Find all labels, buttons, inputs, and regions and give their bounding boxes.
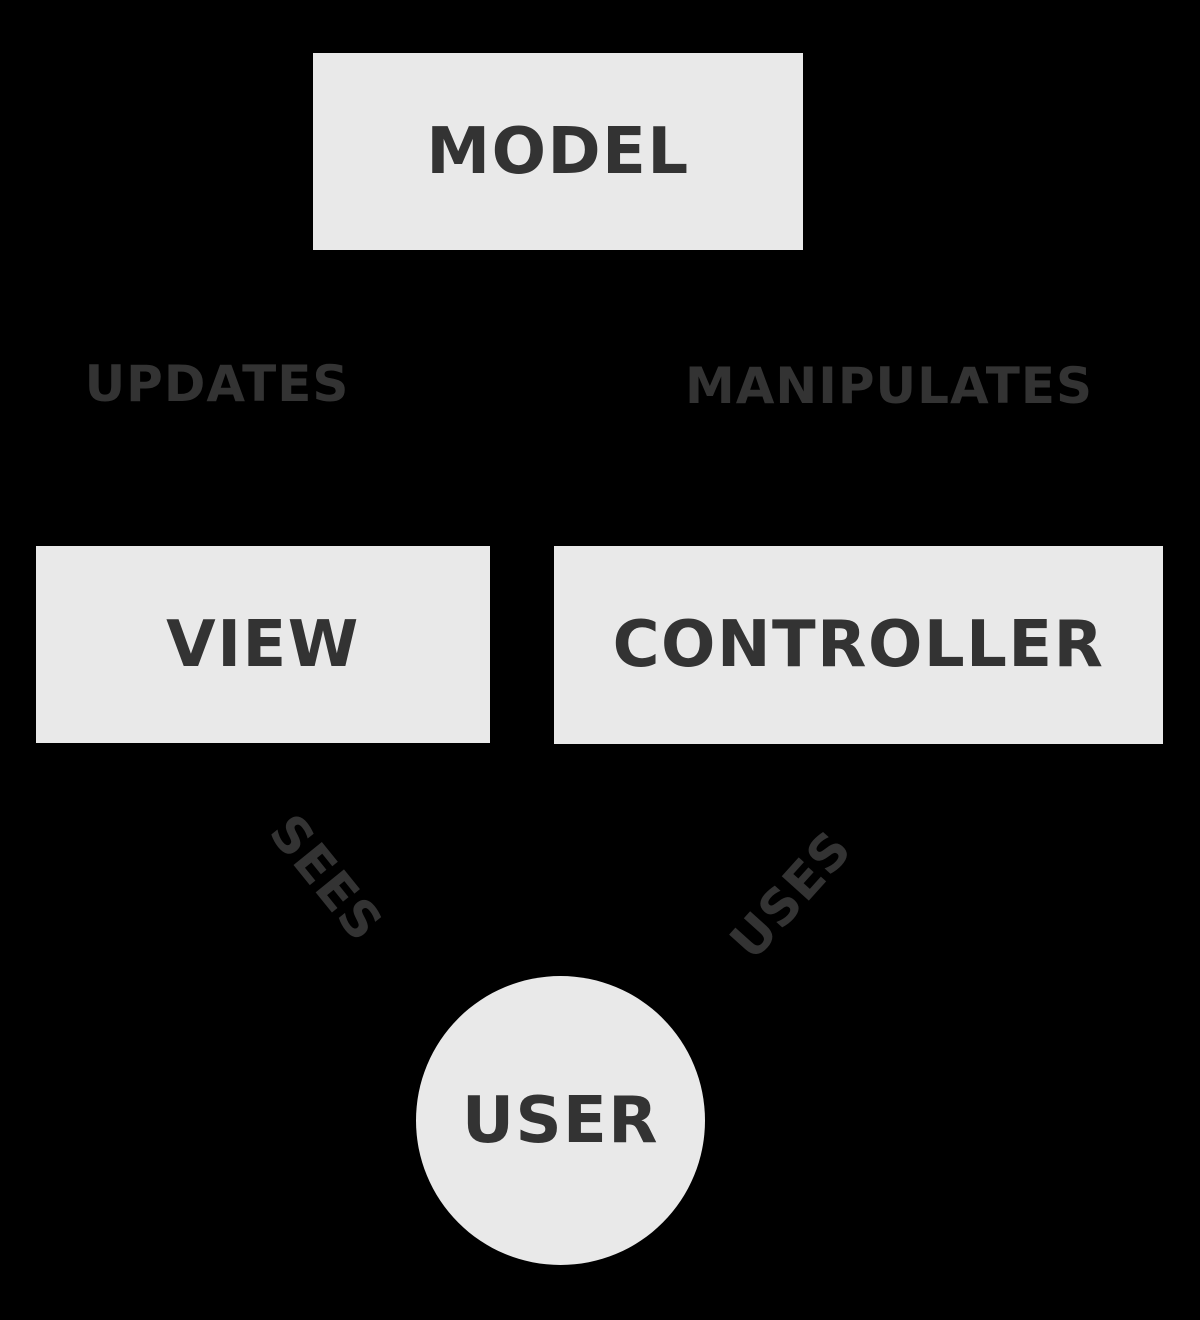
updates-edge-label: UPDATES: [84, 355, 350, 413]
controller-node: CONTROLLER: [554, 546, 1163, 744]
manipulates-edge-label: MANIPULATES: [684, 357, 1094, 415]
view-node: VIEW: [36, 546, 490, 743]
user-node: USER: [416, 976, 705, 1265]
uses-edge-label: USES: [719, 819, 863, 971]
sees-edge-label: SEES: [258, 803, 394, 953]
model-node: MODEL: [313, 53, 803, 250]
